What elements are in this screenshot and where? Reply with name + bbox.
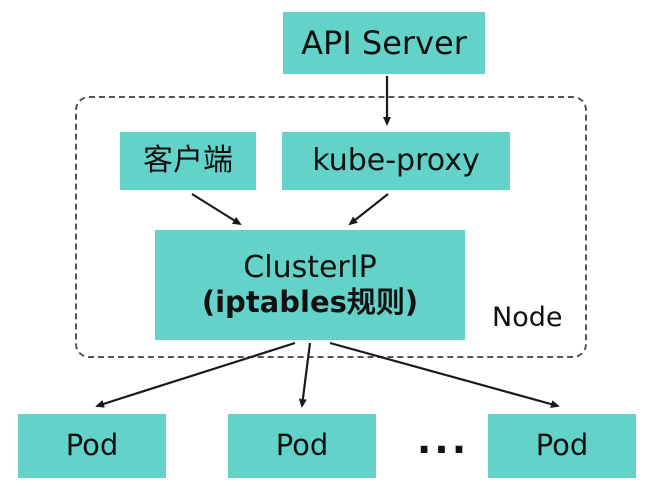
pod1-label: Pod (65, 428, 119, 463)
client-label: 客户端 (143, 142, 233, 178)
node-boundary-label: Node (492, 302, 563, 333)
api-server-node: API Server (283, 12, 485, 74)
pod-node-3: Pod (488, 414, 636, 478)
pod3-label: Pod (535, 428, 589, 463)
pod-node-1: Pod (18, 414, 166, 478)
kube-proxy-label: kube-proxy (312, 142, 480, 178)
client-node: 客户端 (120, 132, 256, 190)
more-pods-ellipsis: ... (416, 418, 470, 462)
pod-node-2: Pod (228, 414, 376, 478)
pod2-label: Pod (275, 428, 329, 463)
clusterip-label-line1: ClusterIP (243, 250, 377, 286)
clusterip-node: ClusterIP (iptables规则) (155, 230, 465, 340)
api-server-label: API Server (301, 23, 467, 62)
clusterip-label-line2: (iptables规则) (201, 284, 419, 319)
kube-proxy-node: kube-proxy (282, 132, 510, 190)
